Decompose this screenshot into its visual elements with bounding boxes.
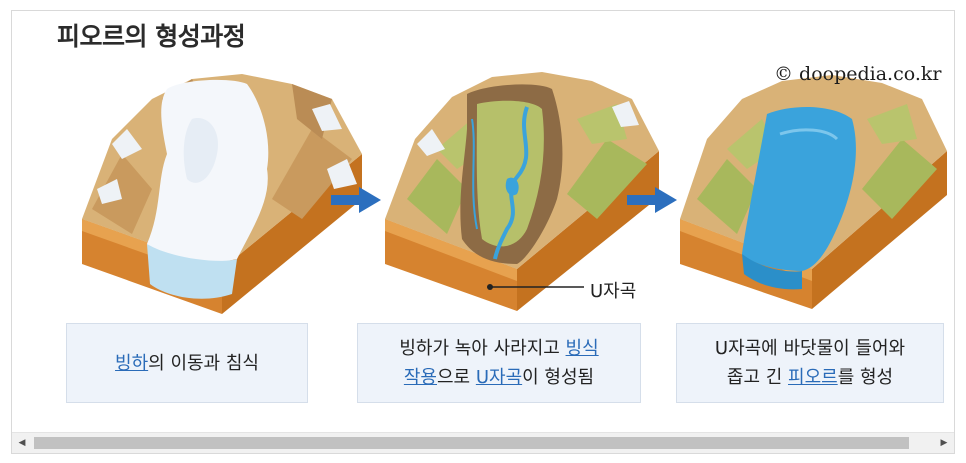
scroll-left-icon[interactable]: ◀ [18,438,26,448]
arrow-right-icon [627,187,677,213]
stage-glacier-illustration [82,74,362,314]
scroll-right-icon[interactable]: ▶ [940,438,948,448]
horizontal-scrollbar[interactable]: ◀ ▶ [12,432,954,453]
term-u-valley[interactable]: U자곡 [475,367,523,388]
term-fjord[interactable]: 피오르 [788,367,838,388]
caption-stage-1: 빙하의 이동과 침식 [66,323,308,403]
scrollbar-thumb[interactable] [34,437,909,449]
copyright-notice: © doopedia.co.kr [774,63,942,85]
term-glacial-erosion[interactable]: 빙식 [565,338,599,359]
caption-stage-3: U자곡에 바닷물이 들어와 좁고 긴 피오르를 형성 [676,323,944,403]
term-glacier[interactable]: 빙하 [115,352,149,374]
stage-fjord-illustration [680,75,947,309]
diagram-frame: 피오르의 형성과정 [11,10,955,454]
stage-u-valley-illustration [385,72,659,311]
caption-stage-2: 빙하가 녹아 사라지고 빙식 작용으로 U자곡이 형성됨 [357,323,641,403]
term-action[interactable]: 작용 [403,367,437,388]
u-valley-label: U자곡 [590,281,637,302]
arrow-right-icon [331,187,381,213]
diagram-title: 피오르의 형성과정 [57,22,246,51]
